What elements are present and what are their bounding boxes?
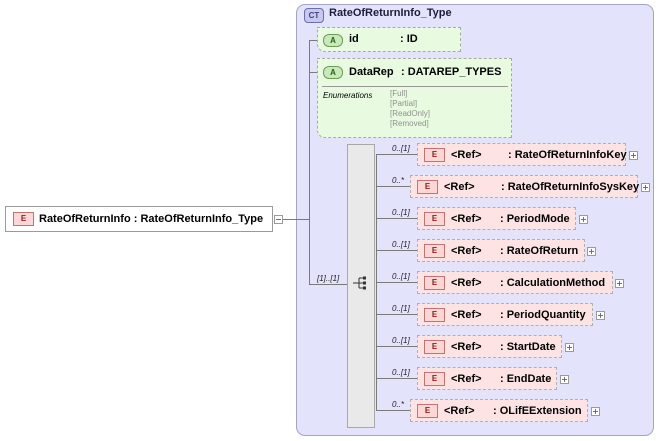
child-element-rateofreturn[interactable]: E <Ref> : RateOfReturn [417,239,585,262]
child-cardinality: 0..* [392,400,405,409]
complex-type-title: RateOfReturnInfo_Type [329,7,452,19]
enumeration-item: [Removed] [390,119,429,128]
child-name: : RateOfReturnInfoSysKey [501,181,640,193]
expand-icon[interactable] [587,247,596,256]
connector-line [376,218,417,219]
ref-label: <Ref> [444,405,475,417]
ref-label: <Ref> [451,341,482,353]
element-icon: E [424,308,445,322]
connector-line [283,219,309,220]
element-icon: E [424,372,445,386]
expand-icon[interactable] [579,215,588,224]
child-element-periodmode[interactable]: E <Ref> : PeriodMode [417,207,576,230]
attribute-icon: A [323,34,343,47]
enumerations-label: Enumerations [323,91,373,100]
element-icon: E [424,148,445,162]
connector-line [376,314,417,315]
divider [322,86,508,87]
ref-label: <Ref> [451,373,482,385]
sequence-icon [353,276,366,290]
ref-label: <Ref> [444,181,475,193]
expand-icon[interactable] [565,343,574,352]
enumeration-item: [Full] [390,89,408,98]
element-icon: E [417,404,438,418]
child-name: : OLifEExtension [493,405,582,417]
child-cardinality: 0..[1] [392,240,410,249]
attribute-name: id [349,33,359,45]
attribute-type: : ID [400,33,418,45]
child-cardinality: 0..[1] [392,144,410,153]
connector-line [376,154,417,155]
element-icon: E [13,212,34,226]
sequence-cardinality: [1]..[1] [317,274,340,283]
child-cardinality: 0..[1] [392,304,410,313]
enumeration-list: [Full] [Partial] [ReadOnly] [Removed] [390,89,430,129]
child-cardinality: 0..[1] [392,208,410,217]
enumeration-item: [ReadOnly] [390,109,431,118]
expand-icon[interactable] [560,375,569,384]
child-cardinality: 0..[1] [392,336,410,345]
ref-label: <Ref> [451,149,482,161]
child-element-olifeextension[interactable]: E <Ref> : OLifEExtension [410,399,588,422]
child-name: : PeriodQuantity [500,309,586,321]
child-cardinality: 0..* [392,176,405,185]
sequence-compositor[interactable] [347,144,375,428]
ref-label: <Ref> [451,213,482,225]
connector-line [376,186,410,187]
root-element[interactable]: E RateOfReturnInfo : RateOfReturnInfo_Ty… [5,206,273,232]
ref-label: <Ref> [451,245,482,257]
ref-label: <Ref> [451,277,482,289]
collapse-icon[interactable] [274,215,283,224]
connector-line [376,410,410,411]
element-icon: E [424,340,445,354]
child-element-enddate[interactable]: E <Ref> : EndDate [417,367,557,390]
child-name: : StartDate [500,341,556,353]
connector-line [309,72,318,73]
attribute-name: DataRep [349,66,394,78]
connector-line [309,40,310,284]
root-element-label: RateOfReturnInfo : RateOfReturnInfo_Type [39,213,264,225]
child-name: : RateOfReturn [500,245,579,257]
child-element-calculationmethod[interactable]: E <Ref> : CalculationMethod [417,271,613,294]
complex-type-icon: CT [304,8,324,23]
expand-icon[interactable] [596,311,605,320]
child-name: : PeriodMode [500,213,570,225]
element-icon: E [424,212,445,226]
element-icon: E [424,244,445,258]
expand-icon[interactable] [629,151,638,160]
expand-icon[interactable] [591,407,600,416]
connector-line [376,378,417,379]
element-icon: E [424,276,445,290]
connector-line [376,250,417,251]
ref-label: <Ref> [451,309,482,321]
attribute-id[interactable]: A id : ID [317,27,461,52]
element-icon: E [417,180,438,194]
child-element-rateofreturninfokey[interactable]: E <Ref> : RateOfReturnInfoKey [417,143,627,166]
child-element-rateofreturninfosyskey[interactable]: E <Ref> : RateOfReturnInfoSysKey [410,175,640,198]
child-name: : RateOfReturnInfoKey [508,149,627,161]
attribute-type: : DATAREP_TYPES [401,66,502,78]
child-name: : EndDate [500,373,552,385]
child-element-startdate[interactable]: E <Ref> : StartDate [417,335,562,358]
child-name: : CalculationMethod [500,277,606,289]
connector-line [376,346,417,347]
child-cardinality: 0..[1] [392,368,410,377]
expand-icon[interactable] [641,183,650,192]
child-cardinality: 0..[1] [392,272,410,281]
expand-icon[interactable] [615,279,624,288]
connector-line [309,40,318,41]
attribute-datarep[interactable]: A DataRep : DATAREP_TYPES Enumerations [… [317,58,512,138]
enumeration-item: [Partial] [390,99,418,108]
child-element-periodquantity[interactable]: E <Ref> : PeriodQuantity [417,303,593,326]
attribute-icon: A [323,66,343,79]
connector-line [309,284,347,285]
connector-line [376,282,417,283]
